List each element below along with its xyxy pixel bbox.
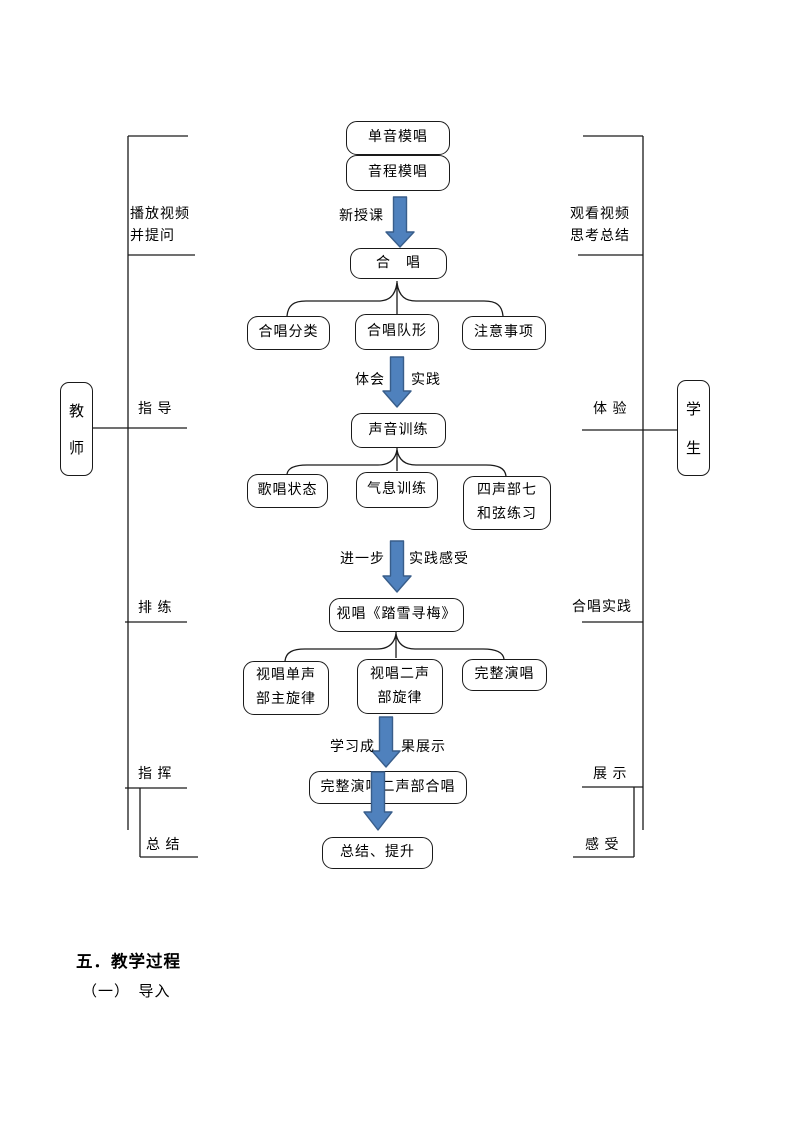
student-role-box: 学 生	[677, 380, 710, 476]
section-heading: 五．教学过程	[76, 952, 181, 971]
teacher-label-play-video: 播放视频并提问	[130, 207, 190, 244]
down-arrow-icon-2	[382, 356, 412, 408]
flow-node-voice-training: 声音训练	[351, 413, 446, 448]
flow-node-chorus-types: 合唱分类	[247, 316, 330, 350]
arrow-label-further: 进一步	[340, 552, 385, 567]
down-arrow-icon-4	[371, 716, 401, 768]
flow-node-chorus-formation: 合唱队形	[355, 314, 439, 350]
student-label-chorus-practice: 合唱实践	[572, 600, 632, 615]
teacher-role-box: 教 师	[60, 382, 93, 476]
student-char-2: 生	[685, 440, 701, 457]
flow-node-interval-imitation: 音程模唱	[346, 155, 450, 191]
student-label-watch-video: 观看视频思考总结	[570, 207, 630, 244]
flow-node-unison-imitation: 单音模唱	[346, 121, 450, 155]
flow-node-complete-performance: 完整演唱	[462, 659, 547, 691]
flow-node-label: 合唱分类	[258, 325, 319, 340]
subsection-heading: （一） 导入	[82, 984, 171, 1000]
arrow-label-new-lesson: 新授课	[339, 209, 384, 224]
teacher-label-guide: 指 导	[138, 402, 173, 417]
teacher-label-conduct: 指 挥	[138, 767, 173, 782]
flow-node-label: 视唱《踏雪寻梅》	[336, 607, 457, 622]
arrow-label-practice-feel: 实践感受	[409, 552, 469, 567]
flow-node-sightsing-melody: 视唱单声部主旋律	[243, 661, 329, 715]
flow-node-label: 歌唱状态	[257, 483, 318, 498]
brace-connector-1	[286, 281, 504, 317]
flow-node-label: 四声部七和弦练习	[477, 483, 537, 522]
brace-3-right	[395, 633, 505, 660]
flow-node-breath-training: 气息训练	[356, 472, 438, 508]
flow-node-label: 气息训练	[367, 482, 427, 497]
flow-node-seventh-chord-practice: 四声部七和弦练习	[463, 476, 551, 530]
flow-node-singing-posture: 歌唱状态	[247, 474, 328, 508]
down-arrow-icon-1	[385, 196, 415, 248]
flow-node-label: 注意事项	[474, 325, 534, 340]
flow-node-label: 合 唱	[376, 255, 421, 271]
brace-1-right	[396, 282, 504, 317]
down-arrow-icon-3	[382, 540, 412, 593]
brace-1-left	[286, 282, 398, 317]
arrow-label-study-left: 学习成	[330, 740, 375, 755]
flow-node-sightsing-second-part: 视唱二声部旋律	[357, 659, 443, 714]
arrow-label-experience: 体会	[355, 373, 385, 388]
flow-node-label: 音程模唱	[368, 165, 428, 180]
flow-node-label: 视唱单声部主旋律	[256, 668, 316, 707]
teacher-label-summary: 总 结	[146, 838, 181, 853]
arrow-label-study-right: 果展示	[401, 740, 446, 755]
flow-node-label: 声音训练	[368, 422, 429, 438]
flow-node-label: 合唱队形	[367, 324, 427, 339]
flow-node-chorus: 合 唱	[350, 248, 447, 279]
brace-connector-3	[284, 632, 505, 662]
flow-node-complete-two-part-chorus: 完整演唱二声部合唱	[309, 771, 467, 804]
brace-3-left	[284, 633, 397, 662]
flow-node-notes: 注意事项	[462, 316, 546, 350]
student-label-show: 展 示	[593, 767, 628, 782]
student-label-experience: 体 验	[593, 402, 628, 417]
student-label-feel: 感 受	[585, 838, 620, 853]
teacher-char-2: 师	[68, 441, 84, 458]
flow-node-label: 总结、提升	[340, 845, 415, 860]
flow-node-label: 完整演唱	[474, 667, 535, 682]
flow-node-label: 单音模唱	[368, 130, 428, 145]
flow-node-sightsing-song: 视唱《踏雪寻梅》	[329, 598, 464, 632]
flow-node-summary-improve: 总结、提升	[322, 837, 433, 869]
flow-node-label: 视唱二声部旋律	[370, 666, 430, 706]
teacher-char-1: 教	[68, 403, 84, 420]
arrow-label-practice: 实践	[411, 373, 441, 388]
student-char-1: 学	[685, 402, 701, 419]
flow-node-label: 完整演唱二声部合唱	[320, 779, 456, 795]
teacher-label-rehearse: 排 练	[138, 601, 173, 616]
brace-2-left	[286, 449, 398, 475]
